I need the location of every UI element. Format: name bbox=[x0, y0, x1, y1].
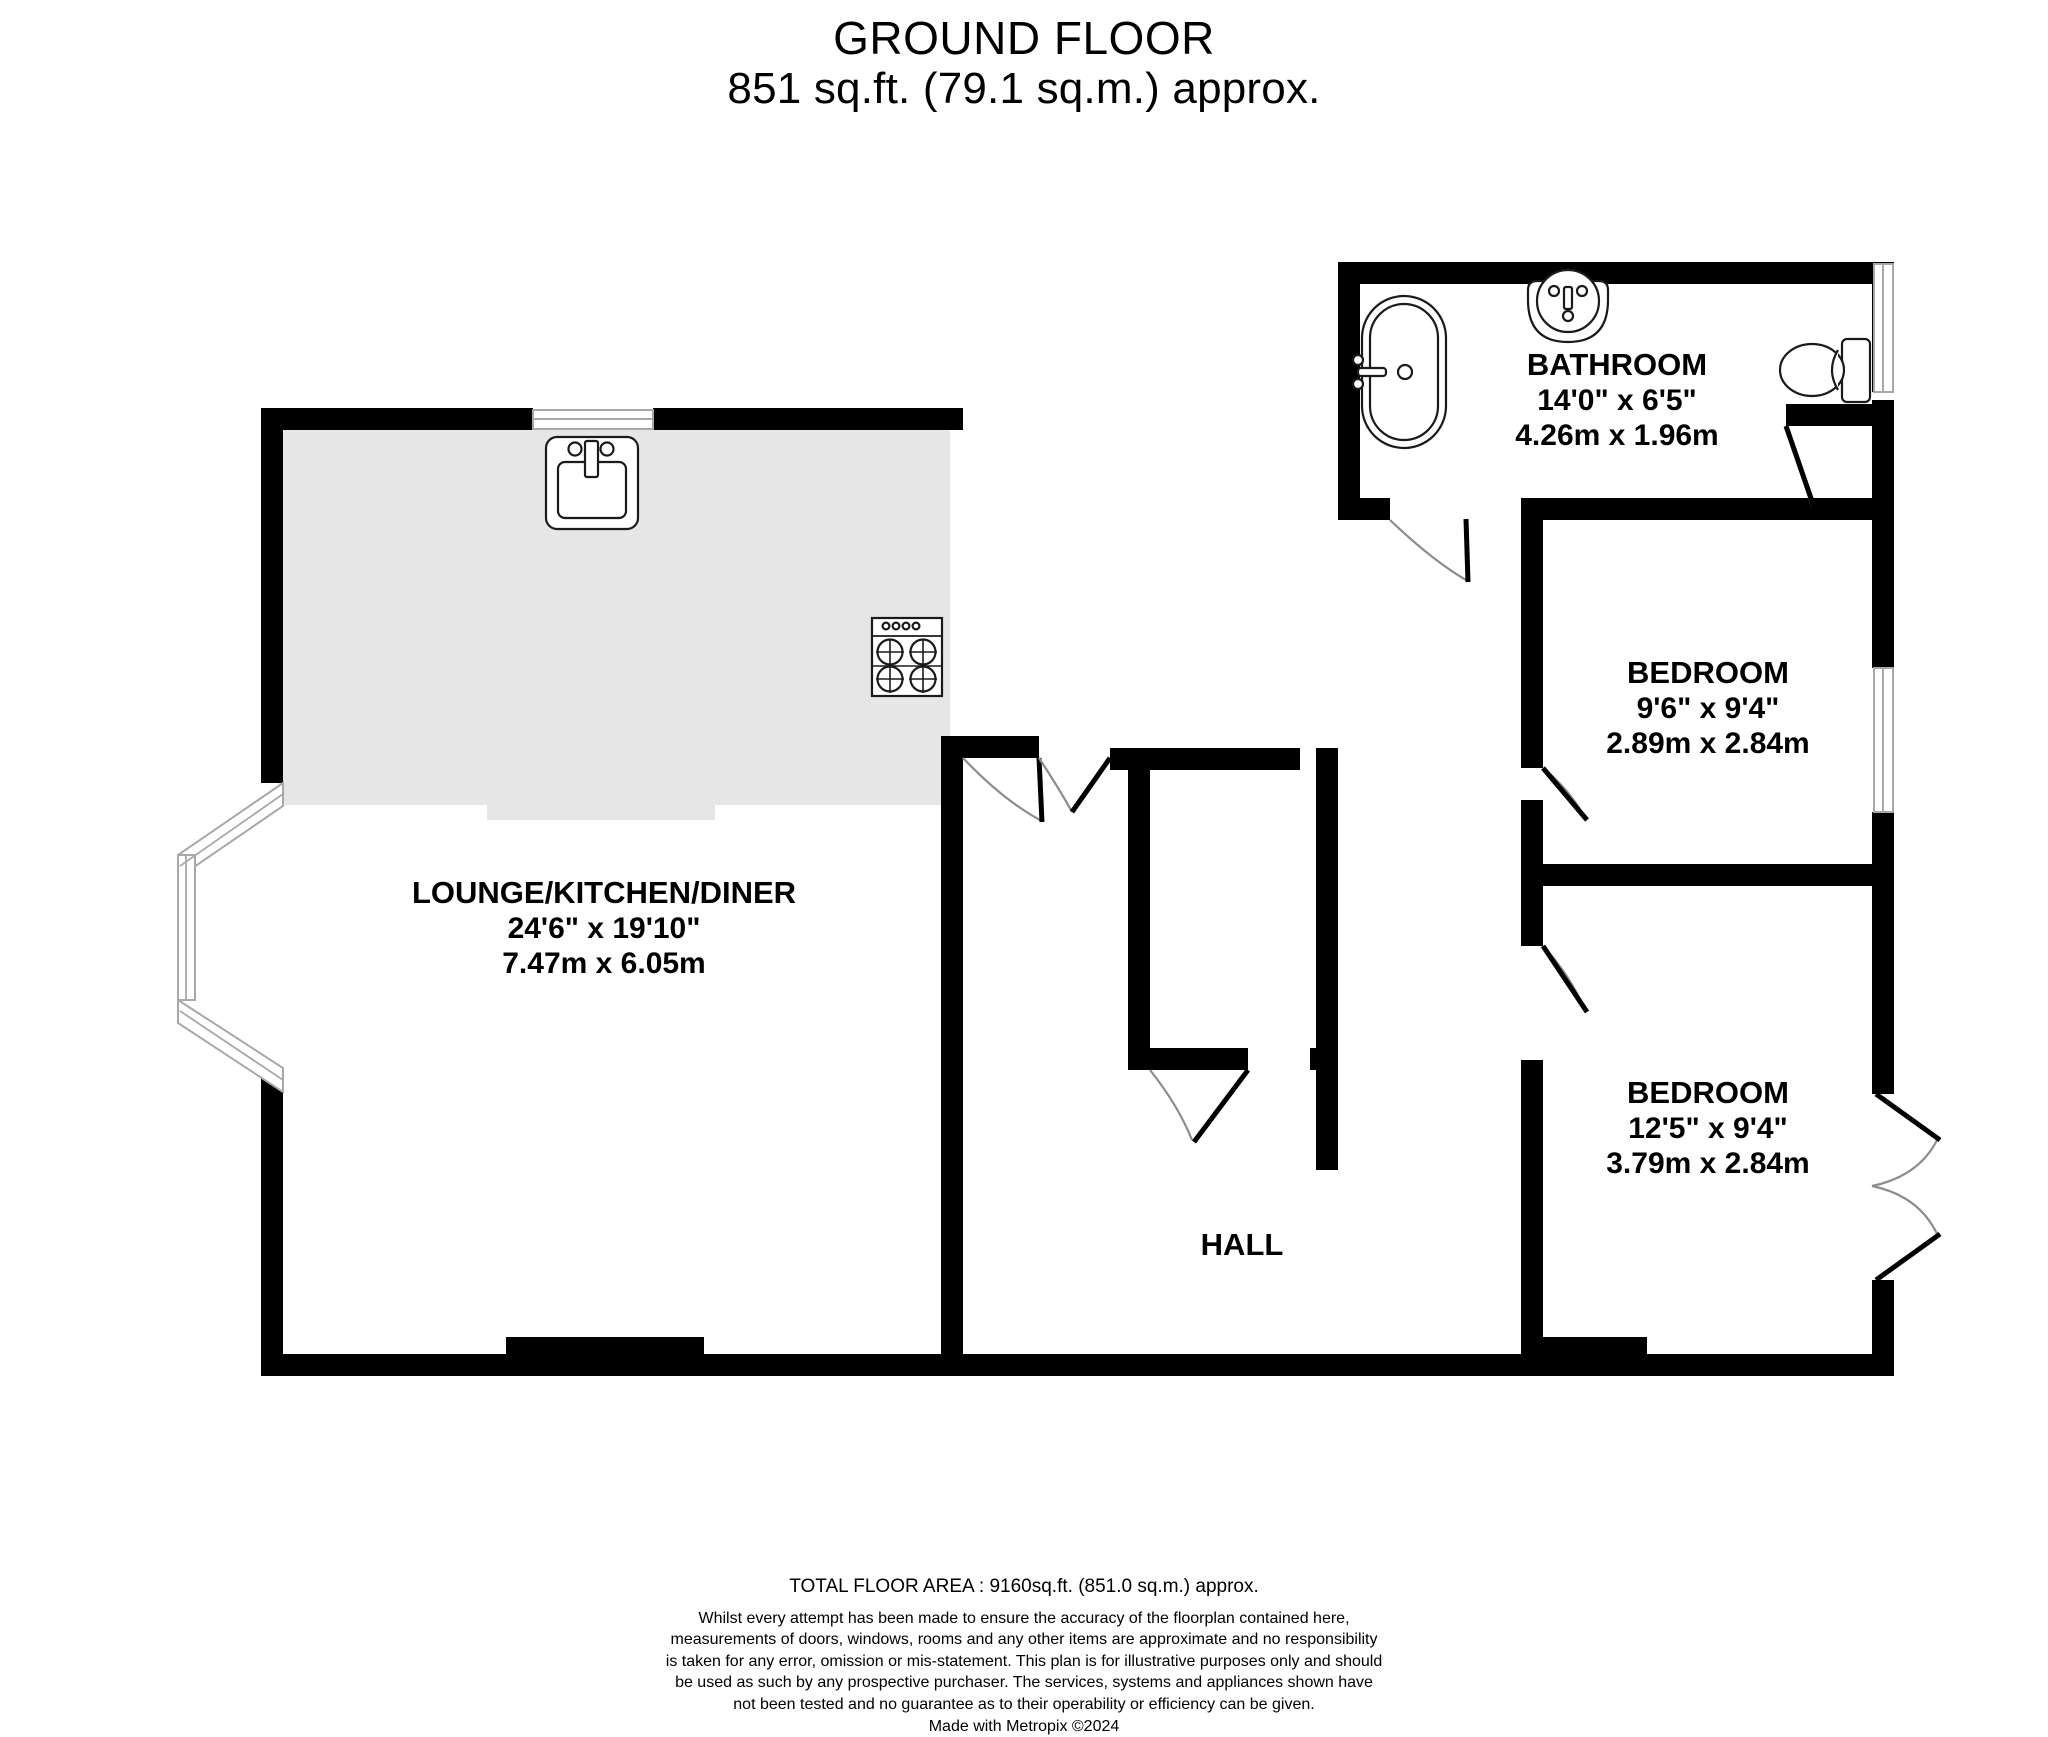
door-bathroom bbox=[1389, 518, 1471, 583]
total-floor-area: TOTAL FLOOR AREA : 9160sq.ft. (851.0 sq.… bbox=[789, 1576, 1259, 1597]
wash-basin-icon bbox=[1526, 268, 1610, 344]
page-subtitle: 851 sq.ft. (79.1 sq.m.) approx. bbox=[727, 63, 1321, 113]
room-label-bedroom-2-name: BEDROOM bbox=[1627, 1075, 1789, 1110]
plan-footer: TOTAL FLOOR AREA : 9160sq.ft. (851.0 sq.… bbox=[0, 1576, 2048, 1737]
door-cupboard-left bbox=[1149, 1068, 1250, 1144]
door-lounge-hall bbox=[962, 757, 1045, 823]
door-bedroom-2 bbox=[1540, 944, 1590, 1014]
window-kitchen bbox=[532, 409, 654, 430]
room-label-bedroom-1-name: BEDROOM bbox=[1627, 655, 1789, 690]
room-label-bathroom-metric: 4.26m x 1.96m bbox=[1515, 419, 1718, 452]
room-label-hall-name: HALL bbox=[1201, 1227, 1284, 1262]
room-label-bedroom-2-metric: 3.79m x 2.84m bbox=[1606, 1147, 1809, 1180]
room-label-bathroom-imperial: 14'0" x 6'5" bbox=[1537, 384, 1697, 417]
room-label-lounge-metric: 7.47m x 6.05m bbox=[502, 947, 705, 980]
walls bbox=[261, 262, 1894, 1376]
room-label-lounge-name: LOUNGE/KITCHEN/DINER bbox=[412, 875, 796, 910]
room-label-bathroom-name: BATHROOM bbox=[1527, 347, 1707, 382]
floorplan-drawing: LOUNGE/KITCHEN/DINER 24'6" x 19'10" 7.47… bbox=[177, 262, 1942, 1376]
hob-icon bbox=[870, 616, 944, 698]
windows bbox=[177, 263, 1894, 1094]
credit-text: Made with Metropix ©2024 bbox=[928, 1717, 1120, 1735]
room-label-lounge-imperial: 24'6" x 19'10" bbox=[508, 912, 701, 945]
room-label-bedroom-1-metric: 2.89m x 2.84m bbox=[1606, 727, 1809, 760]
room-label-bedroom-2-imperial: 12'5" x 9'4" bbox=[1628, 1112, 1788, 1145]
bathtub-icon bbox=[1351, 294, 1448, 450]
door-bedroom-1 bbox=[1541, 766, 1589, 822]
plan-header: GROUND FLOOR 851 sq.ft. (79.1 sq.m.) app… bbox=[0, 14, 2048, 112]
bay-window bbox=[177, 781, 284, 1094]
toilet-icon bbox=[1778, 337, 1872, 404]
floorplan-page: GROUND FLOOR 851 sq.ft. (79.1 sq.m.) app… bbox=[0, 14, 2048, 1735]
island-unit bbox=[487, 690, 715, 820]
page-title: GROUND FLOOR bbox=[833, 12, 1215, 64]
sink-icon bbox=[544, 435, 640, 531]
window-bedroom-1 bbox=[1873, 667, 1894, 813]
room-labels: LOUNGE/KITCHEN/DINER 24'6" x 19'10" 7.47… bbox=[412, 347, 1810, 1262]
doors bbox=[962, 425, 1942, 1283]
window-bathroom bbox=[1873, 263, 1894, 393]
french-doors-bedroom-2 bbox=[1871, 1091, 1942, 1283]
door-bathroom-inner bbox=[1783, 425, 1817, 508]
door-cupboard-upper bbox=[1038, 756, 1113, 814]
room-label-bedroom-1-imperial: 9'6" x 9'4" bbox=[1637, 692, 1780, 725]
disclaimer-text: Whilst every attempt has been made to en… bbox=[665, 1609, 1383, 1713]
